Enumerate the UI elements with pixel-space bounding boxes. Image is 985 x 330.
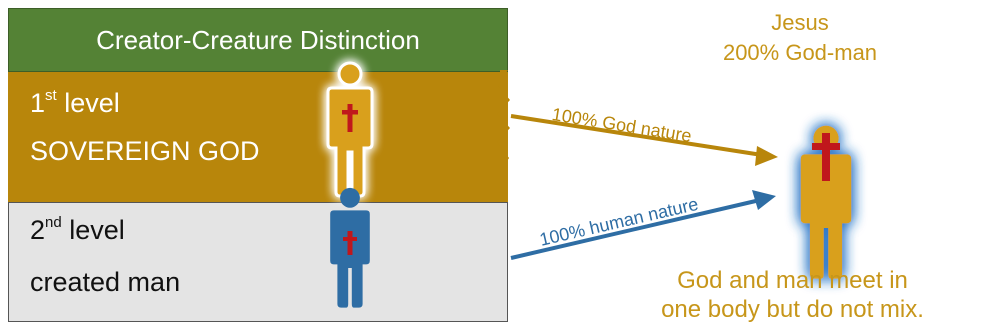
level1-title: 1st level bbox=[30, 87, 120, 119]
level1-suffix: st bbox=[45, 87, 57, 104]
god-nature-arrow bbox=[510, 114, 778, 166]
level1-band: 1st level SOVEREIGN GOD bbox=[8, 72, 508, 202]
panel-header: Creator-Creature Distinction bbox=[8, 8, 508, 72]
level2-title: 2nd level bbox=[30, 214, 125, 246]
torn-edge bbox=[497, 70, 510, 202]
jesus-subtitle: 200% God-man bbox=[722, 40, 878, 65]
level2-ordinal: 2 bbox=[30, 215, 46, 245]
caption-line2: one body but do not mix. bbox=[661, 296, 924, 323]
caption: God and man meet in one body but do not … bbox=[600, 266, 985, 324]
distinction-panel: Creator-Creature Distinction 1st level S… bbox=[8, 8, 508, 322]
level1-label: SOVEREIGN GOD bbox=[30, 136, 260, 166]
jesus-title: Jesus 200% God-man bbox=[690, 8, 910, 68]
level2-band: 2nd level created man bbox=[8, 202, 508, 322]
level1-word: level bbox=[64, 88, 120, 118]
caption-line1: God and man meet in bbox=[677, 267, 908, 294]
level2-suffix: nd bbox=[45, 214, 62, 231]
man-cross-icon bbox=[343, 231, 357, 255]
human-nature-arrow bbox=[510, 190, 776, 260]
level2-word: level bbox=[69, 215, 125, 245]
god-cross-icon bbox=[342, 104, 358, 132]
jesus-cross-icon bbox=[812, 133, 840, 181]
level1-ordinal: 1 bbox=[30, 88, 46, 118]
level2-label: created man bbox=[30, 267, 181, 297]
jesus-name: Jesus bbox=[771, 10, 829, 35]
